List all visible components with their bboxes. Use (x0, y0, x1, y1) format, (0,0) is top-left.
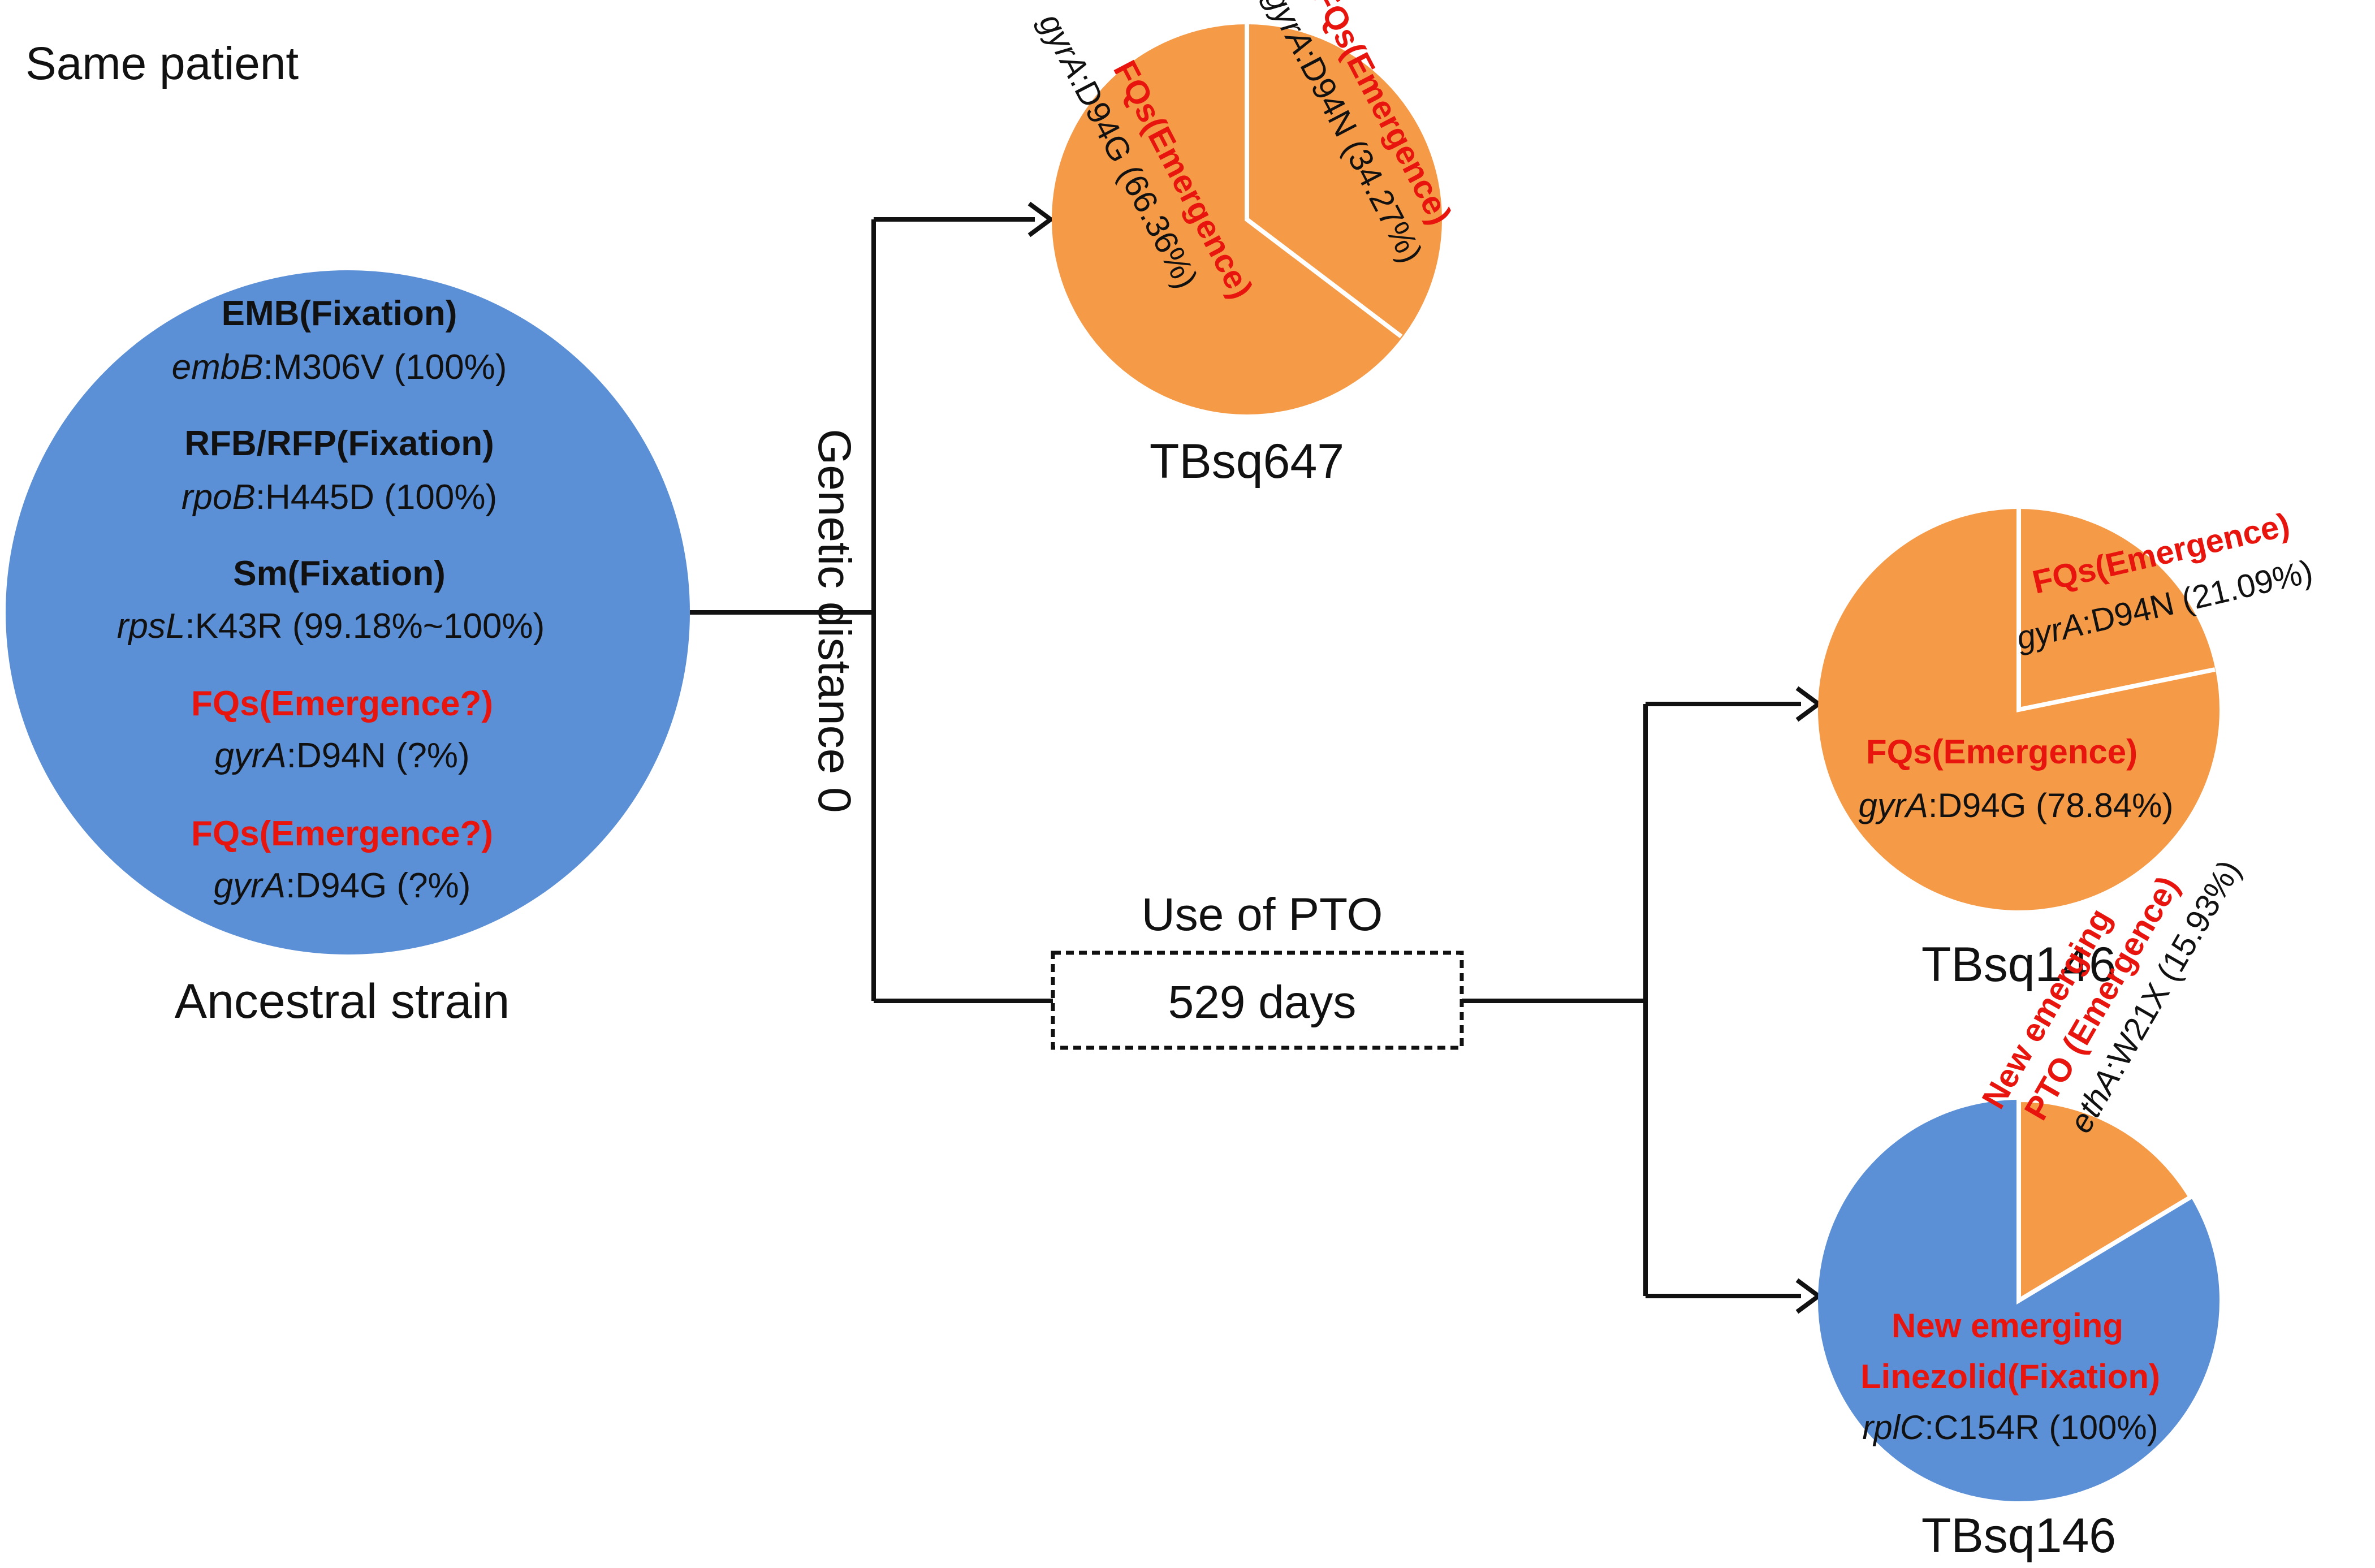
pie-tbsq146-a-slice-divider (2016, 509, 2216, 712)
tbsq146-b-label: TBsq146 (1921, 1509, 2116, 1563)
pie-tbsq146-b-ethA-slice (2016, 1097, 2194, 1305)
tbsq146-a-label: TBsq146 (1921, 938, 2116, 992)
patient-label: Same patient (25, 38, 299, 89)
pie-tbsq146-a: FQs(Emergence) gyrA:D94N (21.09%) FQs(Em… (1818, 506, 2316, 910)
ancestral-mutation-2: rpoB:H445D (100%) (182, 478, 497, 517)
pie-tbsq146-b-rplc-drug-line2: Linezolid(Fixation) (1860, 1358, 2160, 1396)
pie-tbsq146-b: New emerging PTO (Emergence) ethA:W21X (… (1818, 854, 2248, 1501)
ancestral-mutation-5: gyrA:D94G (?%) (214, 866, 471, 905)
ancestral-drug-4: FQs(Emergence?) (191, 684, 493, 723)
ancestral-mutation-1: embB:M306V (100%) (172, 348, 507, 387)
ancestral-drug-3: Sm(Fixation) (233, 554, 445, 593)
pie-tbsq146-a-d94g-mutation: gyrA:D94G (78.84%) (1859, 787, 2174, 824)
pie-tbsq647-slice-divider (1245, 0, 1403, 339)
pie-tbsq146-b-rplc-drug-line1: New emerging (1892, 1307, 2123, 1345)
connector-lines (690, 217, 1801, 1298)
duration-box (1051, 951, 1464, 1050)
pie-tbsq647: FQs(Emergence) gyrA:D94G (66.36%) FQs(Em… (1032, 0, 1459, 414)
ancestral-drug-5: FQs(Emergence?) (191, 814, 493, 853)
ancestral-strain-label: Ancestral strain (175, 974, 510, 1029)
pie-tbsq146-b-rplc-mutation: rplC:C154R (100%) (1862, 1409, 2158, 1446)
ancestral-mutation-4: gyrA:D94N (?%) (214, 736, 469, 775)
ancestral-strain-circle (6, 270, 690, 954)
ancestral-drug-2: RFB/RFP(Fixation) (184, 424, 494, 463)
arrowhead-tbsq647 (1027, 201, 1055, 237)
duration-value: 529 days (1168, 977, 1357, 1028)
genetic-distance-label: Genetic distance 0 (809, 429, 860, 813)
treatment-label: Use of PTO (1142, 889, 1383, 940)
ancestral-drug-1: EMB(Fixation) (222, 294, 457, 333)
ancestral-mutation-3: rpsL:K43R (99.18%~100%) (117, 607, 545, 646)
ancestral-entries: EMB(Fixation) embB:M306V (100%) RFB/RFP(… (117, 294, 545, 905)
tbsq647-label: TBsq647 (1150, 434, 1344, 489)
pie-tbsq146-a-d94g-drug: FQs(Emergence) (1866, 733, 2138, 771)
